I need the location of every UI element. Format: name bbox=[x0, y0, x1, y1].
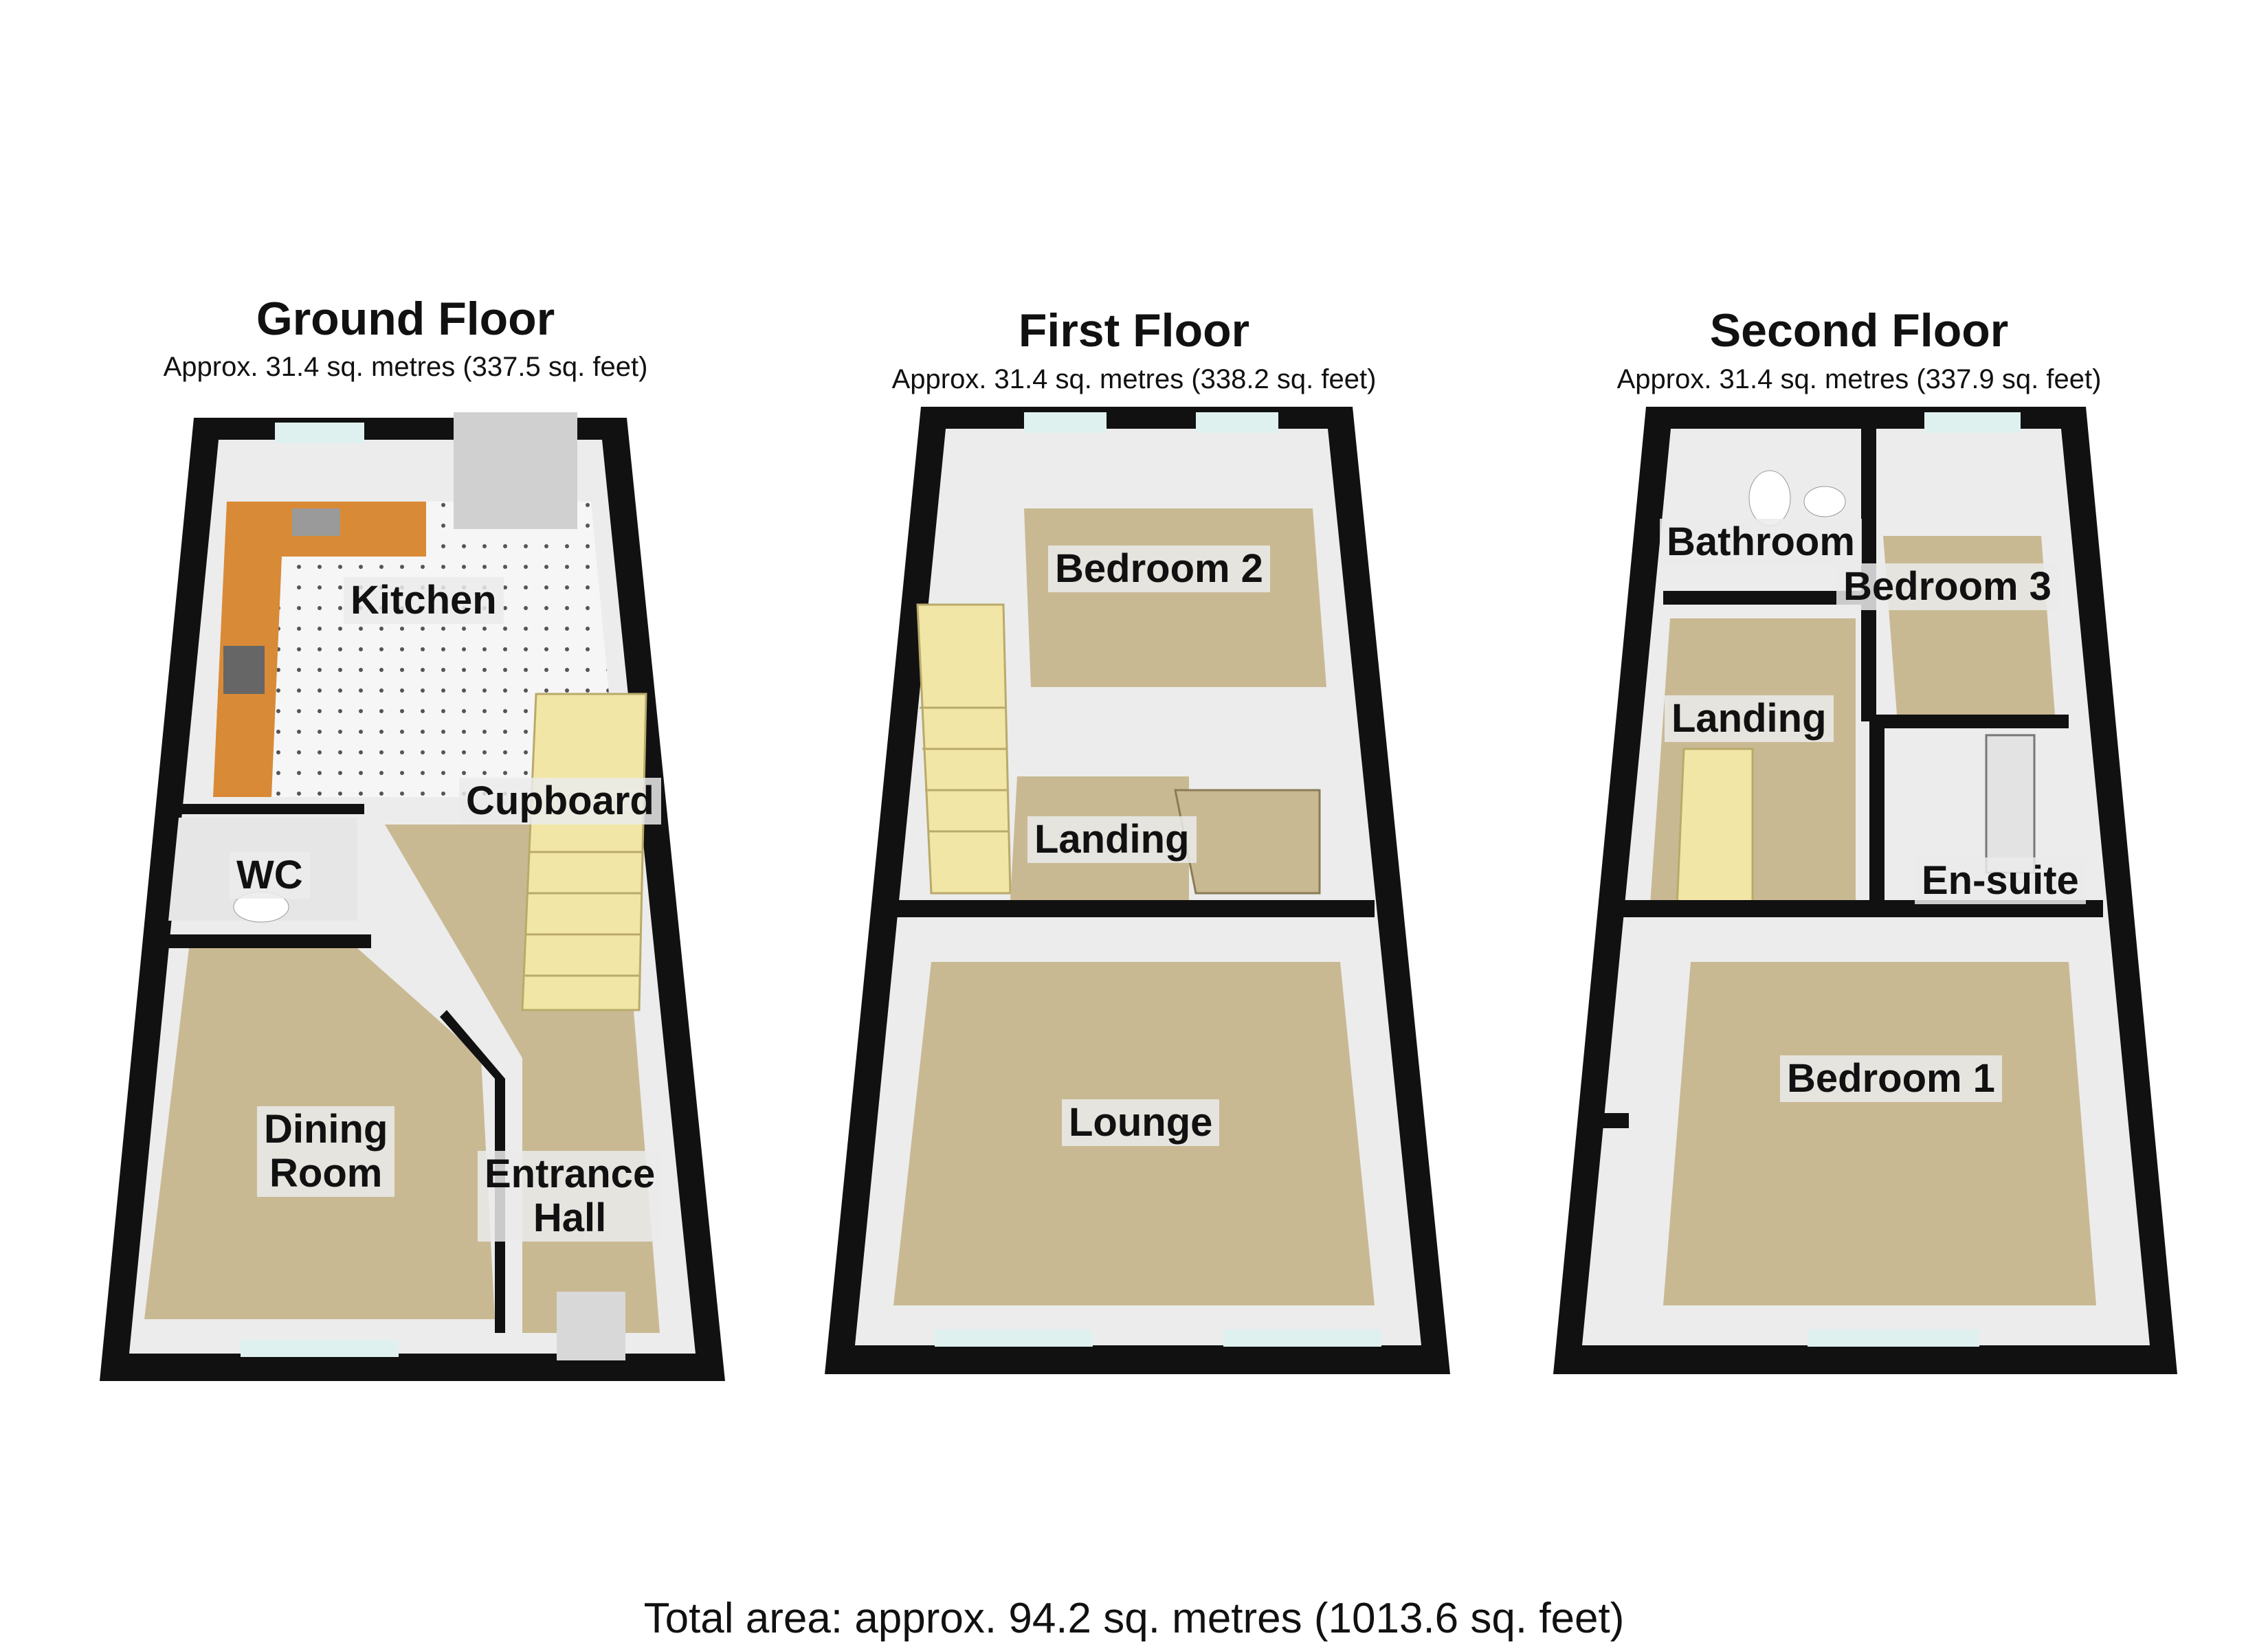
total-area: Total area: approx. 94.2 sq. metres (101… bbox=[643, 1595, 1625, 1642]
kitchen-counter bbox=[213, 502, 426, 797]
room-label-landing-first: Landing bbox=[1027, 816, 1197, 863]
bedroom-1-floor bbox=[1663, 962, 2096, 1305]
second-floor-area: Approx. 31.4 sq. metres (337.9 sq. feet) bbox=[1616, 364, 2102, 394]
bedroom-3-floor bbox=[1883, 536, 2055, 715]
room-label-entrance-line2: Hall bbox=[533, 1195, 607, 1240]
front-door bbox=[557, 1292, 625, 1360]
window bbox=[275, 423, 364, 443]
first-floor-title: First Floor bbox=[1018, 304, 1250, 357]
second-stairs bbox=[1676, 748, 1754, 908]
room-label-lounge: Lounge bbox=[1062, 1099, 1220, 1146]
room-label-kitchen: Kitchen bbox=[344, 577, 504, 624]
room-label-bedroom-2: Bedroom 2 bbox=[1048, 546, 1270, 592]
room-label-cupboard: Cupboard bbox=[459, 778, 661, 824]
window bbox=[1924, 412, 2021, 433]
ground-floor-plan bbox=[100, 412, 725, 1381]
room-label-entrance-hall: Entrance Hall bbox=[478, 1151, 663, 1242]
room-label-landing-second: Landing bbox=[1665, 695, 1834, 742]
toilet-icon bbox=[1748, 470, 1791, 526]
sink-icon bbox=[292, 508, 340, 536]
room-label-dining: Dining Room bbox=[257, 1106, 395, 1197]
room-label-dining-line1: Dining bbox=[264, 1107, 388, 1152]
window bbox=[1808, 1330, 1979, 1347]
second-floor-plan bbox=[1553, 407, 2177, 1374]
bedroom-2-floor bbox=[1024, 508, 1326, 687]
window bbox=[241, 1340, 399, 1357]
hob-icon bbox=[223, 646, 265, 694]
room-label-bedroom-1: Bedroom 1 bbox=[1780, 1055, 2002, 1102]
room-label-dining-line2: Room bbox=[269, 1150, 383, 1196]
room-label-wc: WC bbox=[230, 852, 310, 899]
room-label-entrance-line1: Entrance bbox=[485, 1152, 656, 1196]
room-label-ensuite: En-suite bbox=[1915, 857, 2086, 904]
first-floor-area: Approx. 31.4 sq. metres (338.2 sq. feet) bbox=[891, 364, 1377, 394]
ground-floor-title: Ground Floor bbox=[256, 293, 555, 345]
room-label-bedroom-3: Bedroom 3 bbox=[1836, 563, 2058, 610]
window bbox=[1223, 1330, 1381, 1347]
window bbox=[1196, 412, 1278, 433]
basin-icon bbox=[1803, 486, 1846, 517]
second-floor-title: Second Floor bbox=[1709, 304, 2009, 357]
french-door-right bbox=[509, 412, 577, 529]
shower-icon bbox=[1985, 734, 2036, 874]
ground-floor-area: Approx. 31.4 sq. metres (337.5 sq. feet) bbox=[163, 352, 648, 382]
window bbox=[935, 1330, 1093, 1347]
room-label-bathroom: Bathroom bbox=[1660, 519, 1862, 565]
window bbox=[1024, 412, 1107, 433]
kitchen-floor bbox=[213, 502, 619, 797]
